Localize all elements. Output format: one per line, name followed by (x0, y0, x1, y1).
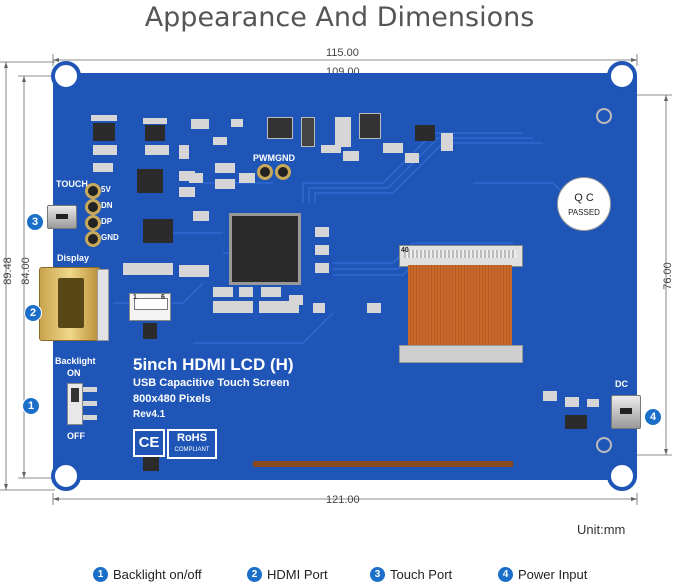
callout-3: 3 (26, 213, 44, 231)
inductor-2 (359, 113, 381, 139)
panel-edge (253, 461, 513, 467)
pin-5v[interactable] (85, 183, 101, 199)
product-line-1: USB Capacitive Touch Screen (133, 377, 290, 389)
legend-num-1: 1 (93, 567, 108, 583)
legend-label-1: Backlight on/off (113, 567, 202, 583)
bottom-chip (143, 457, 159, 471)
backlight-switch[interactable] (67, 383, 83, 425)
fpc-pin-label: 40 (401, 247, 409, 254)
power-usb-port[interactable] (611, 395, 641, 429)
gnd-pin[interactable] (275, 164, 291, 180)
legend-item-hdmi: 2 HDMI Port (247, 566, 328, 583)
pin-label-5v: 5V (101, 185, 111, 194)
mount-hole-br (607, 461, 637, 491)
ic-chip-usb (143, 219, 173, 243)
fuse (301, 117, 315, 147)
backlight-label: Backlight (55, 356, 96, 366)
legend-num-3: 3 (370, 567, 385, 583)
pin-dp[interactable] (85, 215, 101, 231)
rohs-mark: RoHS COMPLIANT (167, 429, 217, 459)
dim-left-inner: 84.00 (20, 257, 32, 285)
product-name: 5inch HDMI LCD (H) (133, 355, 294, 374)
legend-label-4: Power Input (518, 567, 588, 583)
callout-1: 1 (22, 397, 40, 415)
power-chip (565, 415, 587, 429)
fpc-connector[interactable] (399, 245, 523, 267)
pin-label-gnd: GND (101, 233, 119, 242)
touch-label: TOUCH (56, 179, 88, 189)
qc-passed: PASSED (568, 208, 600, 217)
small-chip (143, 323, 157, 339)
callout-2: 2 (24, 304, 42, 322)
backlight-off: OFF (67, 431, 85, 441)
rohs-compliant: COMPLIANT (174, 447, 210, 453)
mount-hole-tr (607, 61, 637, 91)
callout-4: 4 (644, 408, 662, 426)
dc-label: DC (615, 379, 628, 389)
connector-num-6: 6 (161, 294, 165, 301)
pwm-label: PWM (253, 153, 275, 163)
pwm-pin[interactable] (257, 164, 273, 180)
touch-usb-port[interactable] (47, 205, 77, 229)
inductor (267, 117, 293, 139)
dim-top-outer: 115.00 (326, 47, 359, 59)
ffc-connector-small[interactable] (129, 293, 171, 321)
hdmi-bracket (97, 269, 109, 341)
legend-item-power: 4 Power Input (498, 566, 588, 583)
fpc-ribbon-cable (408, 265, 512, 353)
hdmi-port[interactable] (39, 267, 101, 341)
rohs-text: RoHS (177, 432, 207, 444)
backlight-on: ON (67, 368, 81, 378)
legend-label-3: Touch Port (390, 567, 453, 583)
legend-item-touch: 3 Touch Port (370, 566, 453, 583)
ic-chip-top (415, 125, 435, 141)
legend-item-backlight: 1 Backlight on/off (93, 566, 202, 583)
main-controller-chip (229, 213, 301, 285)
dim-left-outer: 89.48 (2, 257, 14, 285)
qc-sticker: Q C PASSED (557, 177, 611, 231)
fpc-stiffener (399, 345, 523, 363)
product-line-2: 800x480 Pixels (133, 393, 211, 405)
dim-bottom: 121.00 (326, 494, 360, 506)
legend-num-4: 4 (498, 567, 513, 583)
small-hole-br (596, 437, 612, 453)
dim-right: 76.00 (662, 262, 674, 290)
pin-gnd[interactable] (85, 231, 101, 247)
unit-label: Unit:mm (577, 522, 626, 537)
gnd-label: GND (275, 153, 295, 163)
ic-chip-small (137, 169, 163, 193)
ce-mark: CE (133, 429, 165, 457)
connector-num-1: 1 (133, 294, 137, 301)
small-hole-tr (596, 108, 612, 124)
product-rev: Rev4.1 (133, 409, 166, 420)
legend-label-2: HDMI Port (267, 567, 328, 583)
pcb-board: PWM GND TOUCH 5V DN DP GND Display 1 6 (39, 61, 641, 491)
pin-label-dp: DP (101, 217, 113, 226)
regulator-chip (93, 123, 115, 141)
pin-label-dn: DN (101, 201, 113, 210)
qc-label: Q C (574, 192, 594, 204)
mount-hole-bl (51, 461, 81, 491)
display-label: Display (57, 253, 90, 263)
legend-num-2: 2 (247, 567, 262, 583)
pin-dn[interactable] (85, 199, 101, 215)
regulator-chip-2 (145, 125, 165, 141)
mount-hole-tl (51, 61, 81, 91)
page-title: Appearance And Dimensions (144, 2, 535, 33)
